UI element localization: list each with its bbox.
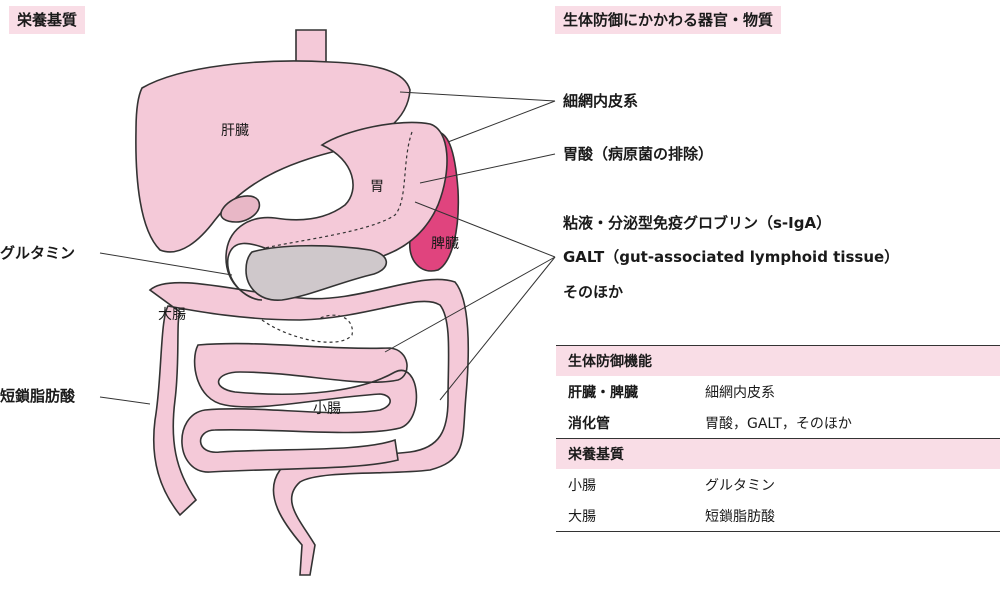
organ-label-stomach: 胃 [370, 179, 384, 195]
header-nutrient-substrate: 栄養基質 [9, 6, 86, 34]
defense-nutrient-table: 生体防御機能 肝臓・脾臓 細網内皮系 消化管 胃酸，GALT，そのほか 栄養基質… [556, 345, 1000, 532]
liver [135, 60, 411, 253]
organ-label-liver: 肝臓 [221, 123, 249, 139]
header-defense-organs: 生体防御にかかわる器官・物質 [555, 6, 782, 34]
table-row: 肝臓・脾臓 細網内皮系 [556, 376, 1000, 407]
table-cell-value: グルタミン [705, 477, 775, 494]
label-glutamine: グルタミン [0, 244, 76, 262]
organ-label-large-intestine: 大腸 [158, 307, 186, 323]
label-short-chain-fatty-acids: 短鎖脂肪酸 [0, 387, 76, 405]
table-section-title: 栄養基質 [556, 438, 1000, 469]
label-mucus-siga: 粘液・分泌型免疫グロブリン（s-IgA） [563, 214, 832, 232]
table-cell-organ: 肝臓・脾臓 [568, 384, 638, 401]
table-section-defense: 生体防御機能 [556, 345, 1000, 376]
table-section-title: 生体防御機能 [556, 345, 1000, 376]
gallbladder [220, 195, 261, 223]
label-others: そのほか [563, 283, 624, 301]
organ-label-spleen: 脾臓 [431, 236, 459, 252]
table-cell-value: 短鎖脂肪酸 [693, 500, 1000, 532]
organ-label-small-intestine: 小腸 [313, 401, 341, 417]
table-cell-organ: 小腸 [568, 477, 596, 494]
pancreas [245, 244, 388, 301]
label-galt: GALT（gut-associated lymphoid tissue） [563, 248, 900, 266]
small-intestine [181, 342, 418, 473]
table-cell-value: 胃酸，GALT，そのほか [705, 415, 852, 432]
table-cell-value: 細網内皮系 [705, 384, 775, 401]
table-row: 小腸 グルタミン [556, 469, 1000, 500]
table-cell-organ: 消化管 [568, 415, 610, 432]
table-cell-organ: 大腸 [556, 500, 693, 532]
table-section-nutrient: 栄養基質 [556, 438, 1000, 469]
label-reticuloendothelial-system: 細網内皮系 [563, 92, 639, 110]
table-row: 消化管 胃酸，GALT，そのほか [556, 407, 1000, 439]
stomach [225, 121, 448, 301]
label-gastric-acid: 胃酸（病原菌の排除） [563, 145, 714, 163]
table-row: 大腸 短鎖脂肪酸 [556, 500, 1000, 532]
